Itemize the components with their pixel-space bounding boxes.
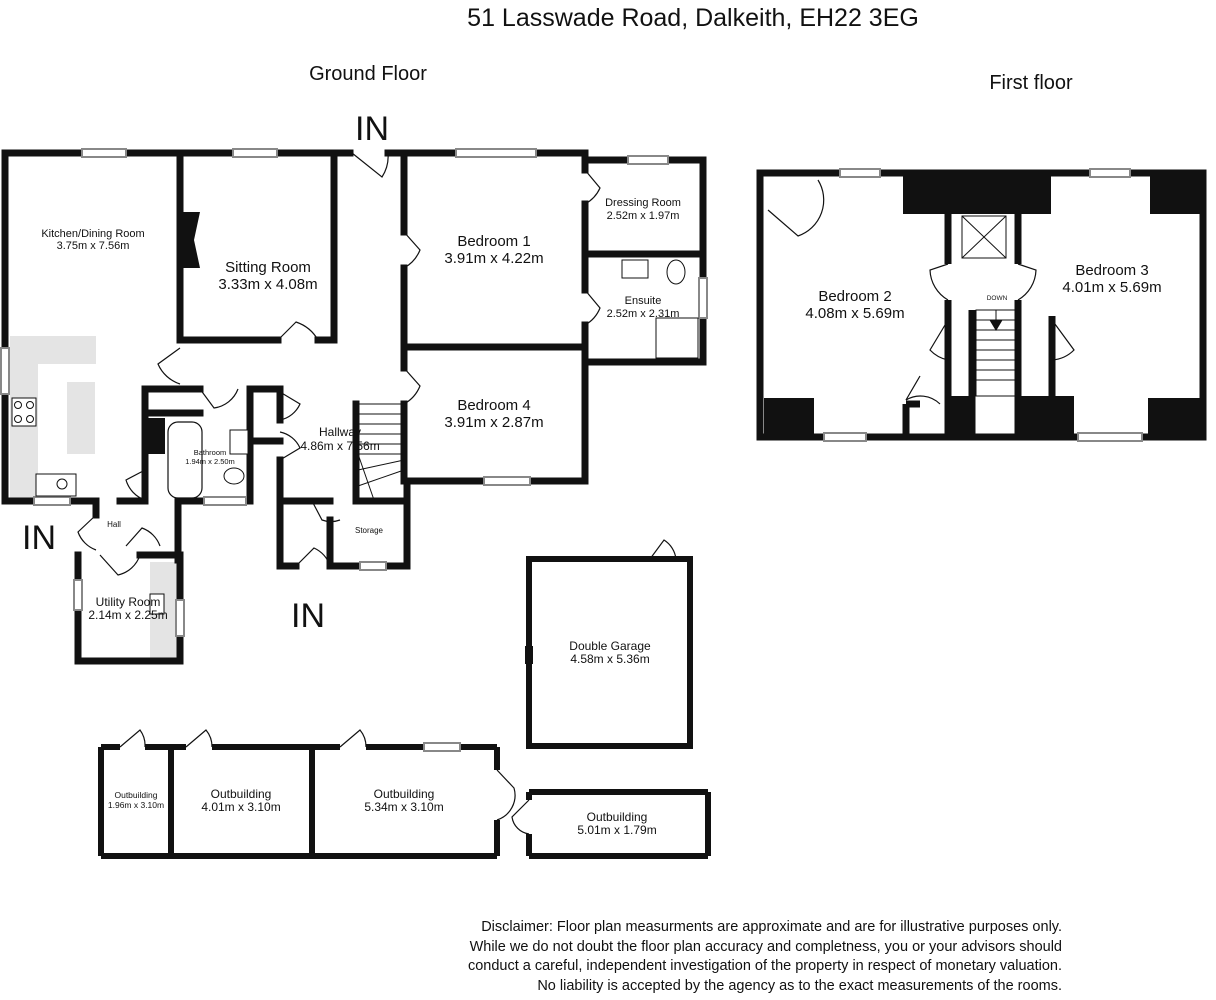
room-bedroom-2: Bedroom 2 4.08m x 5.69m	[805, 288, 904, 322]
svg-text:2.14m x 2.25m: 2.14m x 2.25m	[88, 608, 167, 622]
room-outbuilding-3: Outbuilding 5.34m x 3.10m	[364, 787, 443, 814]
room-hallway: Hallway 4.86m x 7.56m	[300, 425, 379, 453]
svg-text:Double Garage: Double Garage	[569, 639, 651, 653]
svg-text:Outbuilding: Outbuilding	[587, 810, 648, 824]
ground-floor-doors	[77, 152, 601, 576]
skylight	[961, 215, 1007, 259]
svg-text:Outbuilding: Outbuilding	[211, 787, 272, 801]
svg-text:Bedroom 1: Bedroom 1	[457, 233, 530, 250]
first-floor-stairs	[975, 309, 1019, 397]
room-storage: Storage	[355, 526, 384, 535]
svg-text:3.91m x 4.22m: 3.91m x 4.22m	[444, 250, 543, 267]
room-bedroom-1: Bedroom 1 3.91m x 4.22m	[444, 233, 543, 267]
outbuilding-window	[423, 742, 461, 752]
room-sitting: Sitting Room 3.33m x 4.08m	[218, 259, 317, 293]
svg-text:4.08m x 5.69m: 4.08m x 5.69m	[805, 305, 904, 322]
disclaimer-line: While we do not doubt the floor plan acc…	[469, 938, 1062, 955]
svg-text:Bedroom 2: Bedroom 2	[818, 288, 891, 305]
svg-text:4.01m x 5.69m: 4.01m x 5.69m	[1062, 279, 1161, 296]
first-floor-doors	[767, 179, 1075, 405]
room-double-garage: Double Garage 4.58m x 5.36m	[569, 639, 651, 666]
ground-floor-windows	[0, 148, 708, 637]
entrance-label-left: IN	[22, 519, 56, 557]
room-hall: Hall	[107, 520, 121, 529]
svg-text:1.96m x 3.10m: 1.96m x 3.10m	[108, 800, 164, 810]
disclaimer-line: Disclaimer: Floor plan measurments are a…	[481, 919, 1062, 935]
svg-text:1.94m x 2.50m: 1.94m x 2.50m	[185, 457, 235, 466]
svg-text:3.75m x 7.56m: 3.75m x 7.56m	[57, 240, 130, 252]
stair-down-label: DOWN	[987, 295, 1008, 302]
ground-floor-stairs	[357, 403, 405, 501]
garage-marker	[525, 646, 533, 664]
room-bedroom-3: Bedroom 3 4.01m x 5.69m	[1062, 262, 1161, 296]
outbuilding-doors	[119, 539, 677, 835]
disclaimer-line: No liability is accepted by the agency a…	[537, 977, 1062, 994]
room-outbuilding-1: Outbuilding 1.96m x 3.10m	[108, 790, 164, 810]
disclaimer: Disclaimer: Floor plan measurments are a…	[360, 918, 1062, 996]
first-floor-windows	[823, 168, 1143, 442]
disclaimer-line: conduct a careful, independent investiga…	[467, 958, 1062, 974]
fittings	[11, 212, 699, 615]
svg-text:Utility Room: Utility Room	[96, 595, 161, 609]
first-floor-title: First floor	[989, 72, 1073, 94]
outbuilding-walls	[98, 556, 711, 859]
first-floor-blocks	[764, 170, 1206, 438]
svg-text:Sitting Room: Sitting Room	[225, 259, 311, 276]
room-outbuilding-4: Outbuilding 5.01m x 1.79m	[577, 810, 656, 837]
svg-text:Hallway: Hallway	[319, 425, 361, 439]
svg-text:Bedroom 3: Bedroom 3	[1075, 262, 1148, 279]
svg-text:Ensuite: Ensuite	[625, 295, 662, 307]
room-outbuilding-2: Outbuilding 4.01m x 3.10m	[201, 787, 280, 814]
room-ensuite: Ensuite 2.52m x 2.31m	[607, 295, 680, 320]
svg-text:5.01m x 1.79m: 5.01m x 1.79m	[577, 823, 656, 837]
svg-text:3.91m x 2.87m: 3.91m x 2.87m	[444, 414, 543, 431]
svg-text:Outbuilding: Outbuilding	[374, 787, 435, 801]
ground-floor-title: Ground Floor	[309, 63, 427, 85]
svg-text:4.01m x 3.10m: 4.01m x 3.10m	[201, 800, 280, 814]
entrance-label-top: IN	[355, 110, 389, 148]
room-kitchen-dining: Kitchen/Dining Room 3.75m x 7.56m	[41, 228, 144, 252]
room-bedroom-4: Bedroom 4 3.91m x 2.87m	[444, 397, 543, 431]
entrance-label-bottom: IN	[291, 597, 325, 635]
svg-text:4.86m x 7.56m: 4.86m x 7.56m	[300, 439, 379, 453]
svg-text:4.58m x 5.36m: 4.58m x 5.36m	[570, 652, 649, 666]
svg-text:Dressing Room: Dressing Room	[605, 197, 681, 209]
address-title: 51 Lasswade Road, Dalkeith, EH22 3EG	[467, 4, 919, 32]
room-dressing: Dressing Room 2.52m x 1.97m	[605, 197, 681, 222]
svg-text:2.52m x 2.31m: 2.52m x 2.31m	[607, 308, 680, 320]
svg-text:Kitchen/Dining Room: Kitchen/Dining Room	[41, 228, 144, 240]
svg-text:Bathroom: Bathroom	[194, 448, 227, 457]
svg-text:2.52m x 1.97m: 2.52m x 1.97m	[607, 210, 680, 222]
room-bathroom: Bathroom 1.94m x 2.50m	[185, 448, 235, 466]
svg-text:Outbuilding: Outbuilding	[114, 790, 157, 800]
svg-text:3.33m x 4.08m: 3.33m x 4.08m	[218, 276, 317, 293]
svg-text:5.34m x 3.10m: 5.34m x 3.10m	[364, 800, 443, 814]
svg-text:Bedroom 4: Bedroom 4	[457, 397, 530, 414]
room-utility: Utility Room 2.14m x 2.25m	[88, 595, 167, 622]
